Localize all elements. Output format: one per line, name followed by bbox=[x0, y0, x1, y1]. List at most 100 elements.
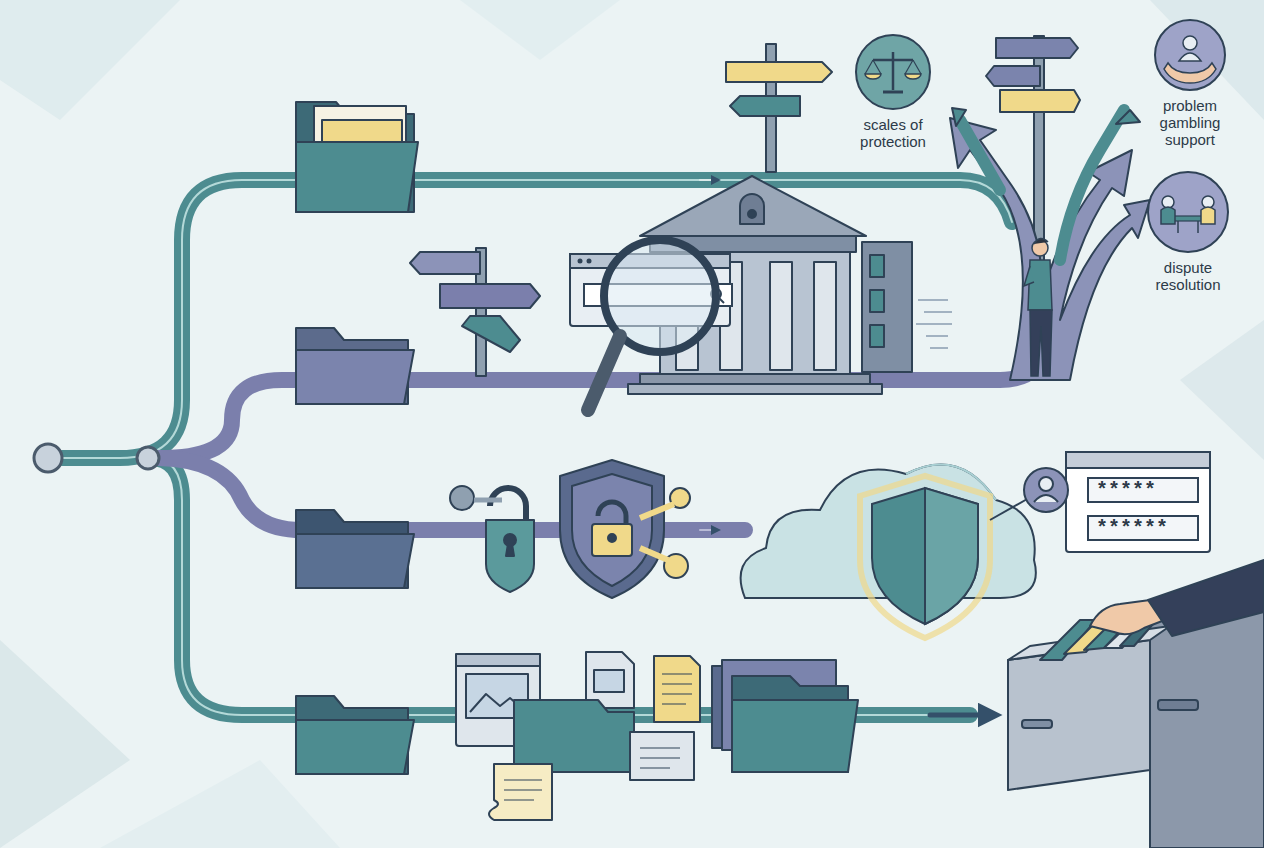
documents-part bbox=[654, 656, 700, 722]
paths-part bbox=[62, 180, 1012, 458]
node-label: problem gambling support bbox=[1144, 98, 1236, 148]
login-window-part bbox=[1088, 516, 1198, 540]
locks-keys-part bbox=[640, 548, 668, 560]
documents-part bbox=[514, 700, 634, 772]
bank-part bbox=[748, 210, 756, 218]
documents-part bbox=[456, 654, 540, 666]
cloud-shield-part bbox=[872, 488, 978, 624]
documents-part bbox=[594, 670, 624, 692]
locks-keys-part bbox=[592, 524, 632, 556]
search-window-part bbox=[587, 259, 592, 264]
bank-part bbox=[870, 290, 884, 312]
folders-part-part bbox=[296, 720, 414, 774]
icon-node: scales of protection bbox=[847, 33, 939, 151]
locks-keys-part bbox=[506, 544, 514, 556]
node-circle bbox=[1155, 20, 1225, 90]
password-mask: ***** bbox=[1096, 481, 1156, 501]
locks-keys-part bbox=[450, 486, 474, 510]
cloud-shield-part bbox=[860, 476, 990, 638]
folders bbox=[296, 102, 418, 774]
login-window-part bbox=[1034, 495, 1058, 502]
paths-part bbox=[137, 447, 159, 469]
paths-part bbox=[930, 713, 990, 718]
node-circle bbox=[856, 35, 930, 109]
bank-part bbox=[862, 242, 912, 372]
bank-part bbox=[640, 176, 866, 236]
paths-part bbox=[34, 444, 62, 472]
decision-tree-part bbox=[960, 120, 1000, 190]
filing-cabinet-part bbox=[1158, 700, 1198, 710]
person-figure-part bbox=[1028, 260, 1052, 310]
node-circle bbox=[1146, 170, 1230, 254]
login-window-part bbox=[1088, 478, 1198, 502]
person-figure-part bbox=[1034, 238, 1048, 244]
filing-cabinet-part bbox=[1022, 720, 1052, 728]
signposts-part bbox=[996, 38, 1078, 58]
signposts-part bbox=[410, 252, 480, 274]
signposts-part bbox=[986, 66, 1040, 86]
paths-part bbox=[62, 180, 1012, 458]
documents-part bbox=[504, 780, 542, 800]
signposts-part bbox=[726, 62, 832, 82]
paths-part bbox=[700, 179, 716, 181]
decision-tree-part bbox=[950, 118, 1150, 380]
bank-part bbox=[916, 300, 952, 348]
bank-part bbox=[870, 255, 884, 277]
locks-keys-part bbox=[490, 488, 526, 520]
bank-part bbox=[740, 194, 764, 224]
bank-part bbox=[770, 262, 792, 370]
background-shapes-part bbox=[0, 0, 180, 120]
documents-part bbox=[630, 732, 694, 780]
node-label: dispute resolution bbox=[1142, 260, 1234, 294]
cloud-shield bbox=[741, 464, 1036, 638]
folders-part bbox=[296, 510, 414, 588]
signposts-part bbox=[1000, 90, 1080, 112]
folders-part-part bbox=[296, 142, 418, 212]
documents-part bbox=[662, 674, 692, 704]
person-figure-part bbox=[1024, 266, 1034, 286]
bank-part bbox=[870, 325, 884, 347]
decision-tree-part bbox=[1060, 110, 1124, 260]
node-label: scales of protection bbox=[847, 117, 939, 151]
icon-node: dispute resolution bbox=[1142, 170, 1234, 294]
magnifying-glass bbox=[588, 240, 716, 410]
person-figure-part bbox=[1030, 310, 1052, 376]
filing-cabinet-part bbox=[1008, 640, 1150, 790]
bank-part bbox=[640, 374, 870, 384]
filing-cabinet bbox=[1008, 560, 1264, 848]
signposts-part bbox=[462, 316, 520, 352]
folders-part-part bbox=[296, 350, 414, 404]
paths bbox=[34, 180, 1048, 715]
locks-keys-part bbox=[572, 474, 652, 586]
background-shapes-part bbox=[1180, 320, 1264, 460]
cloud-shield-part bbox=[925, 488, 978, 624]
decision-tree-part bbox=[952, 108, 966, 126]
bank-part bbox=[814, 262, 836, 370]
node-circle bbox=[1153, 18, 1227, 92]
signposts bbox=[410, 36, 1080, 376]
node-circle bbox=[854, 33, 932, 111]
signposts-part bbox=[730, 96, 800, 116]
locks-keys-part bbox=[608, 534, 616, 542]
filing-cabinet-part bbox=[1148, 560, 1264, 636]
folders-part bbox=[296, 696, 414, 774]
decision-tree-part bbox=[1116, 110, 1140, 124]
node-circle bbox=[1148, 172, 1228, 252]
login-window bbox=[990, 452, 1210, 552]
bank-part bbox=[628, 384, 882, 394]
password-mask: ****** bbox=[1096, 519, 1168, 539]
background-shapes-part bbox=[0, 640, 130, 848]
folders-part bbox=[296, 328, 414, 404]
locks-keys-part bbox=[640, 504, 674, 518]
person-figure bbox=[1024, 238, 1052, 376]
icon-node: problem gambling support bbox=[1144, 18, 1236, 148]
documents-part bbox=[640, 748, 680, 768]
login-window-part bbox=[1066, 452, 1210, 552]
background-shapes-part bbox=[460, 0, 620, 60]
folders-part-part bbox=[296, 534, 414, 588]
magnifying-glass-part bbox=[588, 336, 620, 410]
folders-part bbox=[296, 102, 418, 212]
paths-part bbox=[700, 529, 716, 531]
